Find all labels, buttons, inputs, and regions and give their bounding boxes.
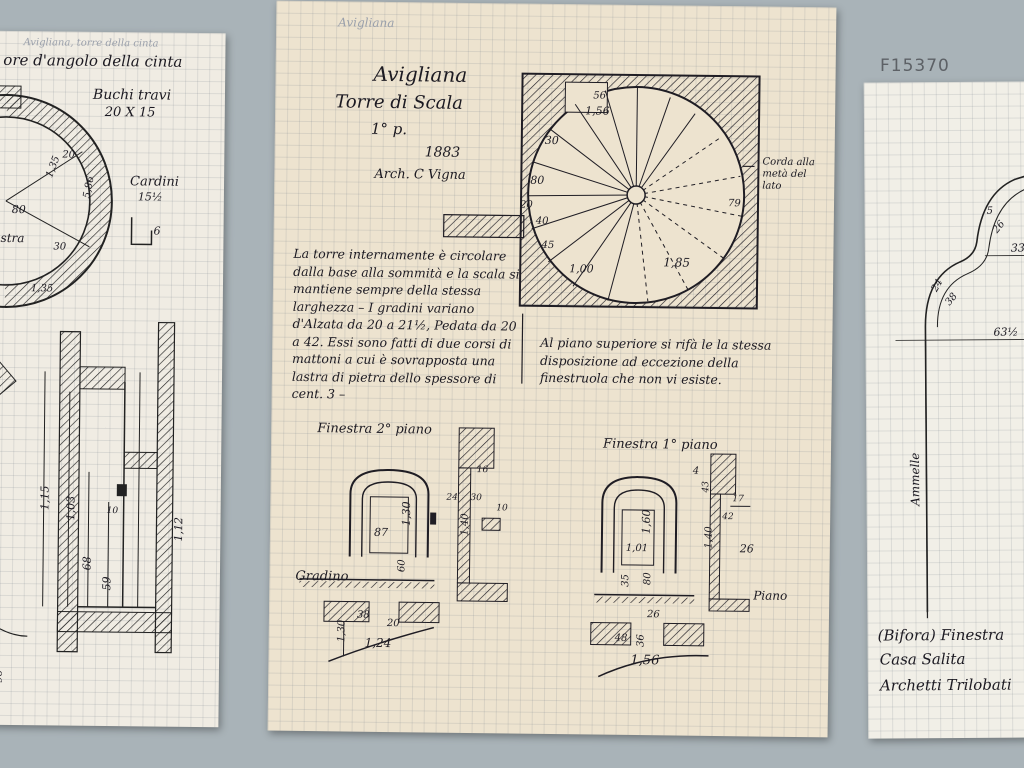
dimension-label: 63½: [993, 325, 1019, 339]
dimension-label: 16: [476, 465, 489, 476]
dimension-label: 30: [544, 133, 559, 148]
description-note: La torre internamente è circolare dalla …: [291, 245, 520, 402]
dimension-label: 1,56: [630, 652, 660, 669]
dimension-label: 30: [470, 493, 482, 504]
trilobed-arch: [895, 172, 1024, 619]
left-sheet-title: ore d'angolo della cinta: [3, 50, 183, 71]
dimension-label: 20: [386, 618, 400, 630]
hinges-size: 15½: [137, 190, 163, 204]
dimension-label: 1,30: [336, 619, 348, 643]
dimension-label: 1,60: [639, 509, 654, 534]
dimension-label: 1,15: [38, 485, 52, 511]
side-note: Corda alla metà del lato: [762, 156, 815, 192]
dimension-label: 1,01: [625, 542, 649, 555]
dimension-label: 80: [11, 203, 26, 217]
left-tower-plan: [0, 85, 113, 308]
dimension-label: 1,24: [364, 635, 392, 651]
dimension-label: 5: [986, 205, 994, 217]
window-1-plan: [590, 621, 709, 678]
dimension-label: 26: [739, 542, 754, 556]
window-2-title: Finestra 2° piano: [317, 421, 432, 438]
dimension-label: 33: [1010, 241, 1024, 255]
dimension-label: 1,40: [459, 513, 471, 536]
dimension-label: 1,00: [569, 262, 594, 276]
window-2-section: [456, 427, 508, 602]
dimension-label: 26: [646, 609, 660, 621]
window-1-elevation: [594, 476, 695, 604]
caption-line-3: Archetti Trilobati: [879, 675, 1012, 695]
dimension-label: 1,40: [703, 526, 715, 549]
dimension-label: 1,30: [399, 501, 414, 527]
sheet-subtitle: Torre di Scala: [335, 91, 464, 114]
dimension-label: 45: [541, 239, 555, 252]
dimension-label: 38: [356, 609, 370, 621]
dimension-label: 59: [100, 576, 114, 591]
dimension-label: 20: [62, 149, 76, 161]
caption-line-1: (Bifora) Finestra: [877, 625, 1005, 645]
dimension-label: 36: [635, 634, 647, 648]
window-2-plan: [323, 600, 440, 662]
window-2-elevation: [299, 469, 437, 589]
dimension-label: 60: [396, 559, 408, 573]
dimension-label: 42: [722, 512, 734, 523]
dimension-label: 35: [620, 573, 632, 587]
dimension-label: 24: [446, 492, 458, 503]
dimension-label: 1,35: [30, 283, 54, 295]
dimension-label: 40: [535, 215, 549, 227]
dimension-label: 1,12: [172, 516, 186, 542]
year-label: 1883: [424, 144, 461, 161]
author-label: Arch. C Vigna: [374, 166, 466, 183]
dimension-label: 80: [642, 572, 654, 586]
dimension-label: 4: [692, 465, 700, 477]
left-drawing-sheet: Avigliana, torre della cinta ore d'angol…: [0, 30, 226, 728]
dimension-label: 1,85: [663, 255, 691, 270]
hinge-detail: [130, 217, 153, 246]
spiral-stair-plan: [443, 72, 761, 310]
dimension-label: 79: [727, 198, 741, 210]
bifora-window-drawing: [895, 172, 1024, 619]
holes-size: 20 X 15: [104, 104, 156, 121]
archive-stamp: F15370: [880, 56, 950, 76]
floor-label: 1° p.: [370, 119, 408, 139]
staircase-tower-drawing: [299, 72, 761, 678]
dimension-label: 80: [530, 173, 545, 187]
dimension-label: 10: [496, 503, 508, 514]
dimension-label: 1,03: [64, 495, 78, 521]
dimension-label: 56: [593, 90, 607, 102]
hinges-label: Cardini: [129, 174, 180, 190]
dimension-label: 87: [373, 525, 389, 540]
dimension-label: 30: [53, 241, 67, 253]
caption-line-2: Casa Salita: [879, 649, 966, 669]
upper-floor-note: Al piano superiore si rifà le la stessa …: [539, 334, 772, 388]
dimension-label: 1,56: [585, 104, 610, 118]
dimension-label: 43: [701, 481, 712, 493]
vertical-label: Ammelle: [907, 452, 923, 506]
window-1-title: Finestra 1° piano: [602, 436, 718, 454]
divider-line: [521, 313, 524, 384]
hinges-num: 6: [153, 224, 161, 238]
left-sheet-drawing: [0, 85, 176, 654]
center-drawing-sheet: Avigliana Avigliana Torre di Scala 1° p.…: [267, 0, 837, 738]
window-1-section: [708, 453, 751, 612]
dimension-label: 20: [519, 199, 533, 211]
holes-label: Buchi travi: [92, 86, 172, 104]
right-drawing-sheet: 5 26 33 38 24 63½ Ammelle (Bifora) Fines…: [863, 81, 1024, 739]
floor-marker-label: Piano: [753, 588, 788, 603]
sheet-title: Avigliana: [373, 61, 468, 87]
dimension-label: 17: [732, 494, 744, 505]
dimension-label: 68: [80, 556, 94, 571]
dimension-label: 10: [106, 506, 119, 517]
left-pencil-note: Avigliana, torre della cinta: [23, 37, 159, 50]
dimension-label: 48: [614, 632, 628, 644]
window-label: estra: [0, 230, 25, 246]
left-wall-section: [0, 321, 176, 654]
pencil-note: Avigliana: [338, 15, 395, 31]
dimension-label: 96: [0, 669, 5, 683]
step-label: Gradino: [295, 568, 349, 585]
